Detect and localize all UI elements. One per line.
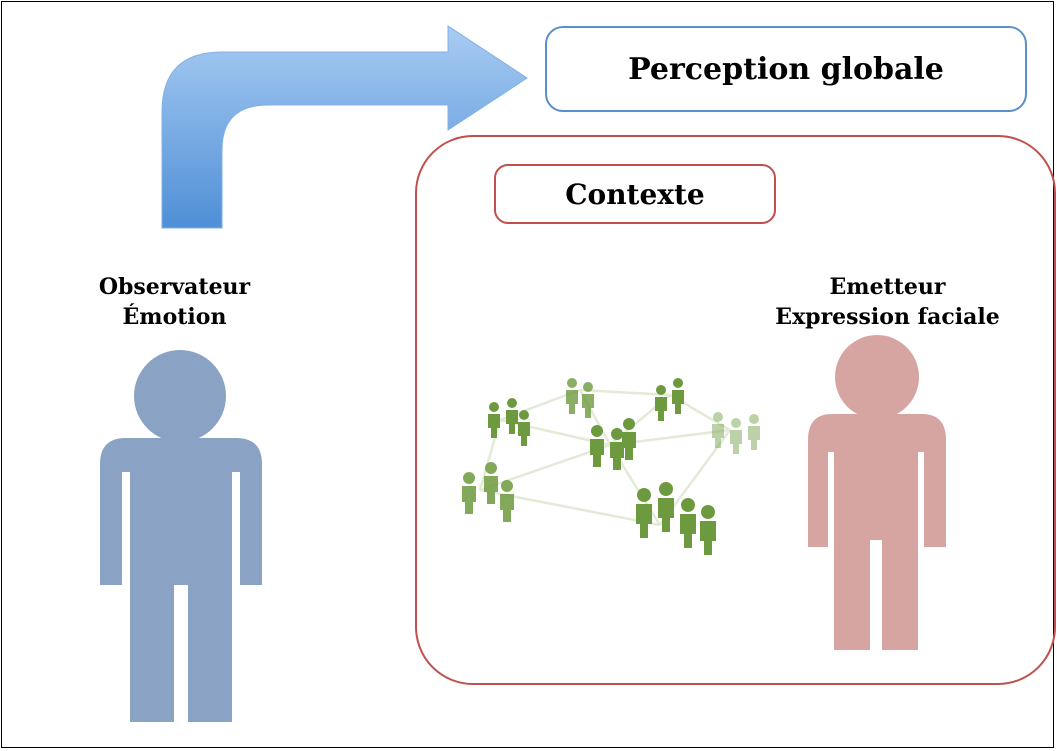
observer-label: Observateur Émotion [72,272,277,332]
observer-role: Observateur [98,274,251,300]
network-figure [655,385,667,421]
network-figure [506,398,518,434]
context-title: Contexte [565,177,705,211]
network-figure [730,418,742,454]
network-figure [484,462,498,504]
emitter-label: Emetteur Expression faciale [770,272,1005,332]
observer-person-icon [100,350,262,722]
network-figure [500,480,514,522]
network-figure [680,498,696,548]
network-figure [622,418,636,460]
network-figure [672,378,684,414]
network-figure [518,410,530,446]
arrow-icon [161,25,528,229]
perception-box: Perception globale [545,26,1027,112]
perception-title: Perception globale [628,51,944,87]
emitter-role: Emetteur [829,274,946,300]
observer-emotion: Émotion [122,304,227,330]
network-figure [700,505,716,555]
social-network-icon [462,378,760,555]
network-figure [636,488,652,538]
network-figure [712,412,724,448]
network-figure [748,414,760,450]
context-box: Contexte [494,164,776,224]
network-figure [462,472,476,514]
context-region [415,135,1056,685]
network-figure [488,402,500,438]
emitter-expression: Expression faciale [775,304,1000,330]
network-figure [590,425,604,467]
network-figure [582,382,594,418]
network-figure [566,378,578,414]
network-figure [658,482,674,532]
emitter-person-icon [808,335,946,650]
network-figure [610,428,624,470]
